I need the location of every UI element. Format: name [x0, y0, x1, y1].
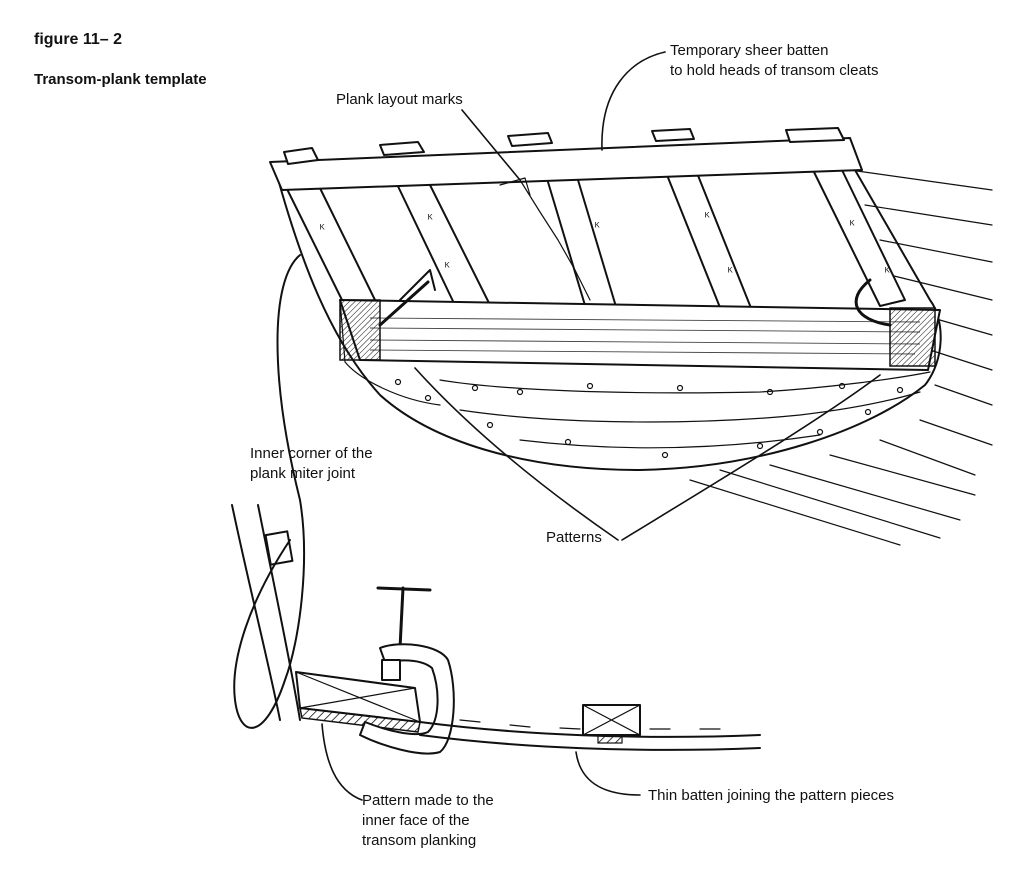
label-sheer-batten: Temporary sheer batten to hold heads of …: [670, 42, 878, 79]
svg-text:ᴷ: ᴷ: [705, 211, 710, 223]
svg-text:ᴷ: ᴷ: [728, 266, 733, 278]
c-clamp: [359, 586, 455, 755]
svg-text:ᴷ: ᴷ: [885, 266, 890, 278]
label-patterns: Patterns: [546, 529, 602, 546]
leader-patterns-1: [414, 367, 619, 541]
figure-title: Transom-plank template: [34, 71, 207, 88]
label-sheer-batten-line1: Temporary sheer batten: [670, 42, 828, 59]
label-inner-corner: Inner corner of the plank miter joint: [250, 445, 373, 482]
transom-outline: [274, 167, 942, 471]
leader-layout-marks: [461, 109, 521, 181]
label-inner-corner-line2: plank miter joint: [250, 465, 356, 482]
leader-patterns-2: [621, 374, 881, 541]
layout-mark-lines: [519, 179, 591, 301]
leader-pattern-made: [321, 723, 363, 801]
label-sheer-batten-line2: to hold heads of transom cleats: [670, 62, 878, 79]
svg-text:ᴷ: ᴷ: [595, 221, 600, 233]
pattern-detail-illustration: [231, 254, 761, 755]
label-pattern-made: Pattern made to the inner face of the tr…: [362, 792, 494, 849]
label-thin-batten: Thin batten joining the pattern pieces: [648, 787, 894, 804]
label-pattern-made-line1: Pattern made to the: [362, 792, 494, 809]
hull-planking-lines: [689, 169, 993, 546]
svg-text:ᴷ: ᴷ: [320, 223, 325, 235]
label-pattern-made-line3: transom planking: [362, 832, 476, 849]
sheer-batten: [269, 127, 863, 191]
label-pattern-made-line2: inner face of the: [362, 812, 470, 829]
fastening-marks: [394, 378, 904, 459]
leader-lines: [321, 51, 881, 801]
boat-stern-illustration: ᴷ ᴷ ᴷ ᴷ ᴷ ᴷ ᴷ ᴷ: [269, 127, 993, 546]
label-plank-layout-marks: Plank layout marks: [336, 91, 463, 108]
svg-text:ᴷ: ᴷ: [428, 213, 433, 225]
pattern-pieces: [339, 269, 941, 371]
svg-text:ᴷ: ᴷ: [445, 261, 450, 273]
leader-sheer-batten: [601, 51, 666, 151]
leader-thin-batten: [575, 751, 641, 796]
label-inner-corner-line1: Inner corner of the: [250, 445, 373, 462]
svg-text:ᴷ: ᴷ: [850, 219, 855, 231]
transom-cleats: ᴷ ᴷ ᴷ ᴷ ᴷ ᴷ ᴷ ᴷ: [284, 167, 906, 323]
figure-number: figure 11– 2: [34, 31, 122, 48]
